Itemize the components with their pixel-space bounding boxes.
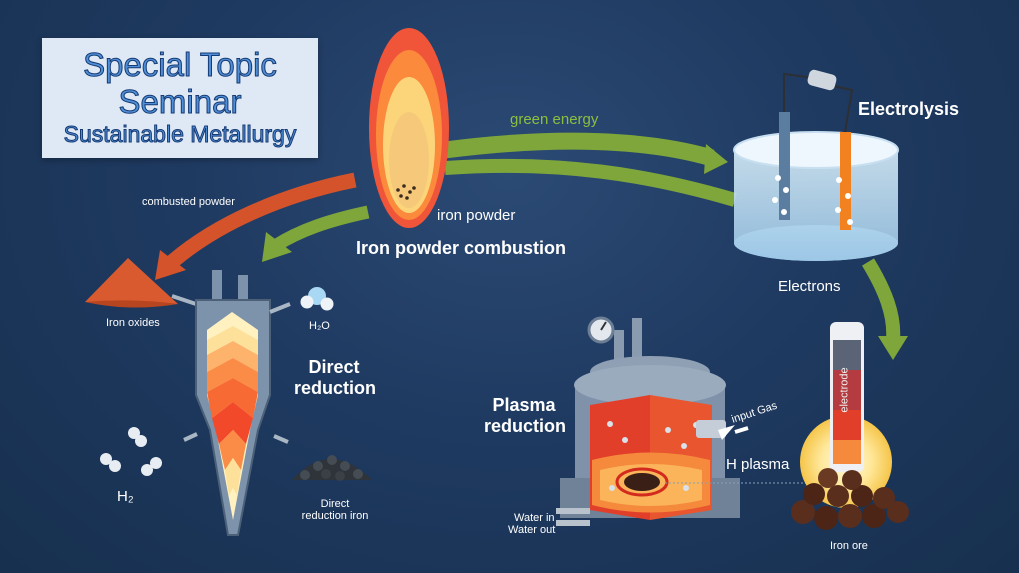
title-line-1: Special Topic	[83, 46, 278, 83]
h2o-label: H₂O	[309, 320, 330, 332]
water-out-label: Water out	[508, 524, 556, 536]
electrolysis-label: Electrolysis	[858, 99, 960, 119]
electrons-label: Electrons	[778, 278, 841, 295]
iron-oxides-pile	[85, 258, 178, 308]
dri-label-line-1: Direct	[320, 498, 350, 510]
direct-reduction-label-line-2: reduction	[294, 378, 377, 398]
direct-reduction-label: Direct reduction	[294, 357, 377, 399]
iron-powder-combustion-label: Iron powder combustion	[356, 238, 566, 258]
h2-molecules-icon	[100, 427, 162, 476]
plasma-reduction-label: Plasma reduction	[484, 395, 567, 437]
h2o-molecule-icon	[300, 287, 334, 311]
green-energy-arrow	[443, 132, 737, 207]
iron-oxides-label: Iron oxides	[106, 317, 160, 329]
title-line-3: Sustainable Metallurgy	[63, 121, 297, 147]
iron-ore-pile	[791, 468, 909, 530]
flame-icon	[369, 28, 449, 228]
h-plasma-label: H plasma	[726, 456, 790, 473]
water-in-label: Water in	[514, 512, 555, 524]
h2-label: H₂	[117, 488, 134, 505]
direct-reduction-label-line-1: Direct	[308, 357, 360, 377]
direct-reduction-reactor	[195, 270, 271, 536]
electrons-arrow	[862, 258, 908, 360]
dri-label-line-2: reduction iron	[301, 510, 369, 522]
plasma-reactor	[556, 316, 740, 526]
plasma-reduction-label-line-1: Plasma	[492, 395, 556, 415]
title-line-2: Seminar	[118, 83, 242, 120]
electrode-label: electrode	[838, 367, 851, 413]
iron-powder-to-direct-reduction-arrow	[262, 205, 370, 262]
electrolysis-tank	[733, 69, 899, 261]
iron-ore-label: Iron ore	[830, 540, 868, 552]
iron-powder-label: iron powder	[437, 207, 516, 224]
direct-reduction-iron-label: Direct reduction iron	[300, 498, 370, 522]
combusted-powder-label: combusted powder	[142, 196, 235, 208]
plasma-reduction-label-line-2: reduction	[484, 416, 567, 436]
combusted-powder-arrow	[155, 172, 357, 280]
green-energy-label: green energy	[510, 111, 599, 128]
title-box: Special Topic Seminar Sustainable Metall…	[42, 38, 318, 158]
direct-reduction-iron-pile	[292, 455, 372, 481]
